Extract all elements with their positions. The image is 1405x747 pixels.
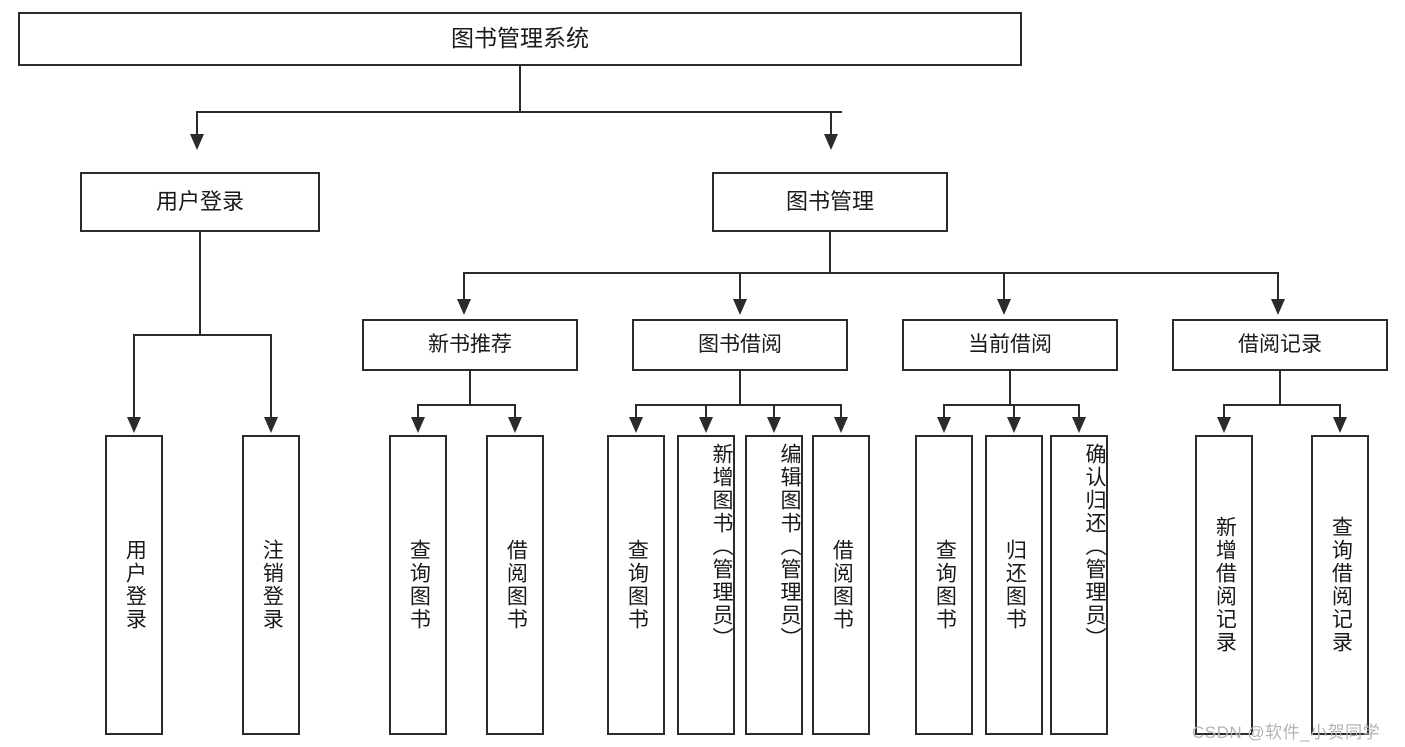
connector-root-to-book-management (830, 111, 832, 135)
connector-bm-to-borrow-record (1277, 272, 1279, 300)
node-current-borrow[interactable]: 当前借阅 (902, 319, 1118, 371)
node-borrow-record[interactable]: 借阅记录 (1172, 319, 1388, 371)
node-label: 查询借阅记录 (1329, 516, 1353, 654)
leaf-logout[interactable]: 注销登录 (242, 435, 300, 735)
node-root-book-management-system[interactable]: 图书管理系统 (18, 12, 1022, 66)
connector-bb-to-leaf-2 (705, 404, 707, 418)
connector-current-borrow-stem (1009, 371, 1011, 405)
connector-new-book-bus (417, 404, 516, 406)
connector-current-borrow-bus (943, 404, 1080, 406)
connector-book-management-stem (829, 232, 831, 274)
arrow-to-leaf-user-login (127, 417, 141, 433)
connector-root-stem (519, 66, 521, 112)
connector-cb-to-leaf-3 (1078, 404, 1080, 418)
connector-nb-to-leaf-2 (514, 404, 516, 418)
leaf-add-book-admin[interactable]: 新增图书（管理员） (677, 435, 735, 735)
leaf-query-borrow-record[interactable]: 查询借阅记录 (1311, 435, 1369, 735)
leaf-user-login[interactable]: 用户登录 (105, 435, 163, 735)
leaf-return-book[interactable]: 归还图书 (985, 435, 1043, 735)
connector-book-management-bus (463, 272, 1277, 274)
node-label: 编辑图书（管理员） (778, 443, 801, 650)
connector-bm-to-current-borrow (1003, 272, 1005, 300)
arrow-to-leaf-add-record (1217, 417, 1231, 433)
node-label: 归还图书 (1003, 539, 1027, 631)
leaf-edit-book-admin[interactable]: 编辑图书（管理员） (745, 435, 803, 735)
node-label: 借阅记录 (1238, 332, 1322, 356)
connector-bm-to-book-borrow (739, 272, 741, 300)
node-label: 新书推荐 (428, 332, 512, 356)
node-label: 借阅图书 (504, 539, 528, 631)
node-label: 注销登录 (260, 539, 284, 631)
arrow-to-leaf-query-record (1333, 417, 1347, 433)
connector-borrow-record-stem (1279, 371, 1281, 405)
connector-bb-to-leaf-4 (840, 404, 842, 418)
arrow-to-leaf-edit-book (767, 417, 781, 433)
arrow-to-new-book-recommend (457, 299, 471, 315)
connector-bb-to-leaf-3 (773, 404, 775, 418)
arrow-to-leaf-query-book-cb (937, 417, 951, 433)
leaf-add-borrow-record[interactable]: 新增借阅记录 (1195, 435, 1253, 735)
arrow-to-book-management (824, 134, 838, 150)
leaf-borrow-book-new-recommend[interactable]: 借阅图书 (486, 435, 544, 735)
connector-cb-to-leaf-1 (943, 404, 945, 418)
arrow-to-book-borrow (733, 299, 747, 315)
arrow-to-user-login (190, 134, 204, 150)
node-book-management[interactable]: 图书管理 (712, 172, 948, 232)
leaf-query-book-borrow[interactable]: 查询图书 (607, 435, 665, 735)
node-user-login[interactable]: 用户登录 (80, 172, 320, 232)
connector-user-login-to-leaf-1 (133, 334, 135, 418)
connector-root-bus (196, 111, 842, 113)
node-book-borrow[interactable]: 图书借阅 (632, 319, 848, 371)
arrow-to-leaf-borrow-book-nb (508, 417, 522, 433)
arrow-to-current-borrow (997, 299, 1011, 315)
arrow-to-leaf-query-book-bb (629, 417, 643, 433)
connector-cb-to-leaf-2 (1013, 404, 1015, 418)
node-label: 用户登录 (155, 189, 244, 215)
connector-user-login-stem (199, 232, 201, 336)
connector-user-login-to-leaf-2 (270, 334, 272, 418)
node-label: 新增图书（管理员） (710, 443, 733, 650)
connector-bm-to-new-book (463, 272, 465, 300)
connector-br-to-leaf-2 (1339, 404, 1341, 418)
connector-book-borrow-stem (739, 371, 741, 405)
connector-root-to-user-login (196, 111, 198, 135)
arrow-to-leaf-logout (264, 417, 278, 433)
node-label: 查询图书 (407, 539, 431, 631)
connector-book-borrow-bus (635, 404, 842, 406)
leaf-borrow-book[interactable]: 借阅图书 (812, 435, 870, 735)
connector-nb-to-leaf-1 (417, 404, 419, 418)
arrow-to-leaf-confirm-return (1072, 417, 1086, 433)
leaf-query-book-new-recommend[interactable]: 查询图书 (389, 435, 447, 735)
node-label: 当前借阅 (968, 332, 1052, 356)
connector-new-book-stem (469, 371, 471, 405)
node-label: 查询图书 (933, 539, 957, 631)
node-label: 图书管理 (785, 189, 874, 215)
node-label: 借阅图书 (830, 539, 854, 631)
arrow-to-leaf-borrow-book-bb (834, 417, 848, 433)
connector-br-to-leaf-1 (1223, 404, 1225, 418)
leaf-confirm-return-admin[interactable]: 确认归还（管理员） (1050, 435, 1108, 735)
arrow-to-leaf-query-book-nb (411, 417, 425, 433)
arrow-to-leaf-add-book (699, 417, 713, 433)
node-label: 确认归还（管理员） (1083, 443, 1106, 650)
csdn-watermark: CSDN @软件_小贺同学 (1192, 723, 1381, 742)
node-label: 用户登录 (123, 539, 147, 631)
node-new-book-recommend[interactable]: 新书推荐 (362, 319, 578, 371)
arrow-to-borrow-record (1271, 299, 1285, 315)
node-label: 查询图书 (625, 539, 649, 631)
node-label: 图书管理系统 (451, 25, 589, 52)
arrow-to-leaf-return-book (1007, 417, 1021, 433)
node-label: 图书借阅 (698, 332, 782, 356)
connector-bb-to-leaf-1 (635, 404, 637, 418)
leaf-query-book-current[interactable]: 查询图书 (915, 435, 973, 735)
node-label: 新增借阅记录 (1213, 516, 1237, 654)
connector-user-login-bus (133, 334, 272, 336)
connector-borrow-record-bus (1223, 404, 1341, 406)
